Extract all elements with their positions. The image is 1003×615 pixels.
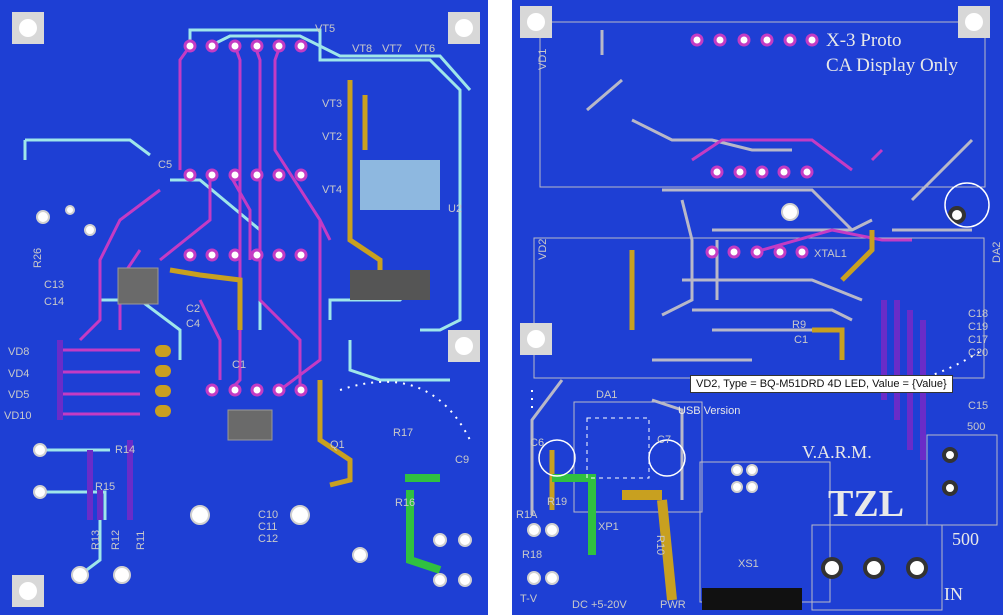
label-xs1: XS1	[738, 558, 759, 570]
label-vt5: VT5	[315, 23, 335, 35]
silkscreen-labels: VT5 VT6 VT7 VT8 VT3 VT2 VT4 C5 R26 C13 C…	[4, 23, 469, 550]
label-c14: C14	[44, 296, 64, 308]
label-r16: R16	[395, 497, 415, 509]
label-r12: R12	[110, 530, 122, 550]
label-xtal1: XTAL1	[814, 248, 847, 260]
green-trace-right	[552, 474, 596, 555]
label-r17: R17	[393, 427, 413, 439]
mounting-holes	[12, 12, 480, 607]
label-dc: DC +5-20V	[572, 599, 627, 611]
label-q1: Q1	[330, 439, 345, 451]
label-vd8: VD8	[8, 346, 29, 358]
magenta-traces-right	[691, 138, 912, 252]
label-r14: R14	[115, 444, 135, 456]
pcb-right-board: VD1 VD2 XTAL1 DA2 R9 C1 C18 C19 C17 C20 …	[512, 0, 1003, 615]
silver-traces	[530, 30, 974, 515]
label-tv: T-V	[520, 593, 538, 605]
green-trace	[405, 474, 442, 574]
label-vt4: VT4	[322, 184, 342, 196]
label-vt6: VT6	[415, 43, 435, 55]
label-r1a: R1A	[516, 509, 538, 521]
label-c19: C19	[968, 321, 988, 333]
purple-traces	[57, 340, 133, 520]
label-vd4: VD4	[8, 368, 29, 380]
label-c13: C13	[44, 279, 64, 291]
label-vt7: VT7	[382, 43, 402, 55]
label-500-top: 500	[967, 421, 985, 433]
label-r10: R10	[654, 535, 666, 555]
label-c1: C1	[794, 334, 808, 346]
gold-power-right	[622, 490, 677, 601]
dotted-boundary	[531, 349, 983, 410]
label-c7: C7	[657, 434, 671, 446]
component-tooltip: VD2, Type = BQ-M51DRD 4D LED, Value = {V…	[690, 375, 953, 393]
label-vd1: VD1	[537, 49, 549, 70]
label-vd5: VD5	[8, 389, 29, 401]
label-r11: R11	[135, 531, 147, 550]
label-c17: C17	[968, 334, 988, 346]
label-xp1: XP1	[598, 521, 619, 533]
label-in: IN	[944, 584, 963, 604]
label-c12: C12	[258, 533, 278, 545]
label-da1: DA1	[596, 389, 617, 401]
gold-traces-right	[549, 230, 875, 510]
label-vt3: VT3	[322, 98, 342, 110]
label-c1: C1	[232, 359, 246, 371]
label-u2: U2	[448, 203, 462, 215]
xs1-connector	[702, 588, 802, 610]
title-line-1: X-3 Proto	[826, 30, 901, 51]
da1-outline	[586, 417, 650, 479]
varm-label: V.A.R.M.	[802, 442, 872, 462]
silkscreen-labels-right: VD1 VD2 XTAL1 DA2 R9 C1 C18 C19 C17 C20 …	[516, 49, 1003, 611]
label-da2: DA2	[991, 242, 1003, 263]
label-vt8: VT8	[352, 43, 372, 55]
magenta-traces	[60, 45, 332, 416]
label-c2: C2	[186, 303, 200, 315]
label-c4: C4	[186, 318, 200, 330]
label-c6: C6	[530, 437, 544, 449]
label-c18: C18	[968, 308, 988, 320]
label-r9: R9	[792, 319, 806, 331]
label-vt2: VT2	[322, 131, 342, 143]
mounting-holes-right	[520, 6, 990, 355]
in-connector-outline	[811, 524, 943, 611]
label-c9: C9	[455, 454, 469, 466]
label-c20: C20	[968, 347, 988, 359]
label-vd10: VD10	[4, 410, 32, 422]
title-line-2: CA Display Only	[826, 55, 958, 76]
pad-row-top	[183, 39, 308, 397]
via-holes	[33, 205, 472, 587]
label-r15: R15	[95, 481, 115, 493]
pcb-right-artwork: VD1 VD2 XTAL1 DA2 R9 C1 C18 C19 C17 C20 …	[516, 6, 1003, 611]
ic-chips	[117, 160, 440, 441]
label-c5: C5	[158, 159, 172, 171]
label-c15: C15	[968, 400, 988, 412]
label-c10: C10	[258, 509, 278, 521]
label-r26: R26	[32, 248, 44, 268]
label-c11: C11	[258, 521, 277, 533]
label-500-bottom: 500	[952, 529, 979, 549]
pcb-left-artwork: VT5 VT6 VT7 VT8 VT3 VT2 VT4 C5 R26 C13 C…	[4, 12, 480, 607]
component-outlines	[533, 21, 998, 603]
header-pads-top	[690, 33, 819, 259]
cyan-traces	[23, 28, 472, 577]
capacitor-outlines	[538, 182, 990, 477]
label-r13: R13	[90, 530, 102, 550]
label-usb-version: USB Version	[678, 405, 740, 417]
title-block: X-3 Proto CA Display Only V.A.R.M. TZL 5…	[802, 30, 979, 604]
label-r19: R19	[547, 496, 567, 508]
label-vd2: VD2	[537, 239, 549, 260]
label-pwr: PWR	[660, 599, 686, 611]
gold-pads	[155, 345, 171, 417]
label-r18: R18	[522, 549, 542, 561]
tzl-logo: TZL	[828, 483, 904, 525]
terminal-pads	[821, 206, 966, 579]
via-holes-right	[527, 203, 799, 585]
pcb-left-board: VT5 VT6 VT7 VT8 VT3 VT2 VT4 C5 R26 C13 C…	[0, 0, 488, 615]
